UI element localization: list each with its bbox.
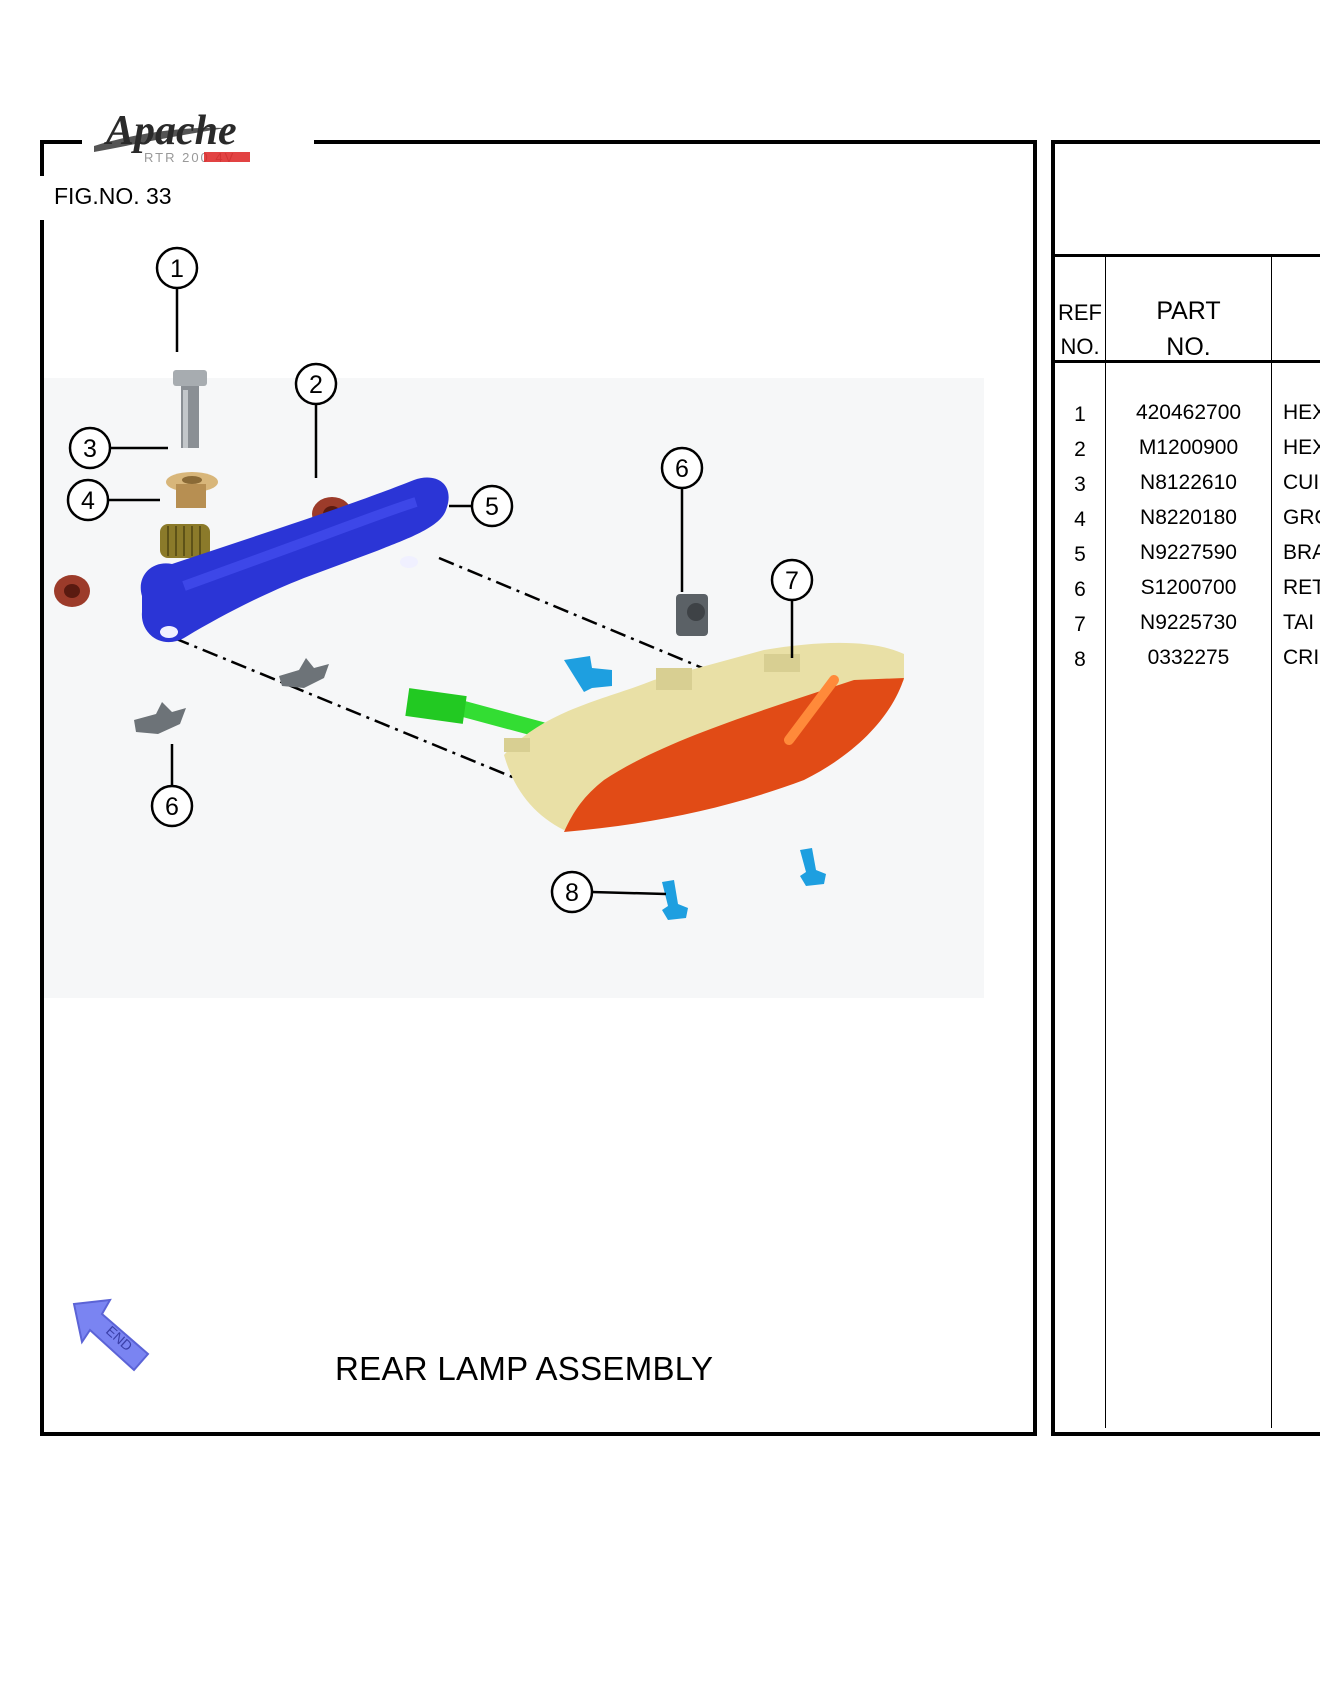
tail-lamp xyxy=(504,642,904,832)
callout-6-lower: 6 xyxy=(150,784,194,828)
callout-2: 2 xyxy=(294,362,338,406)
ref-no: 1 xyxy=(1074,403,1086,426)
table-row: 3 N8122610 CUI xyxy=(1055,467,1320,502)
table-row: 8 0332275 CRI xyxy=(1055,642,1320,677)
table-header-top-rule xyxy=(1055,254,1320,257)
part-no: N9227590 xyxy=(1140,541,1237,564)
parts-table-body: 1 420462700 HEX 2 M1200900 HEX 3 N812261… xyxy=(1055,363,1320,703)
part-no: N9225730 xyxy=(1140,611,1237,634)
header-part-no: PART NO. xyxy=(1156,297,1221,361)
callout-7: 7 xyxy=(770,558,814,602)
part-description: HEX xyxy=(1283,401,1320,424)
part-description: TAI xyxy=(1283,611,1315,634)
part-no: 420462700 xyxy=(1135,401,1242,424)
table-row: 1 420462700 HEX xyxy=(1055,397,1320,432)
parts-table-frame xyxy=(1051,140,1320,1436)
hex-nut-left xyxy=(54,575,90,607)
svg-text:2: 2 xyxy=(309,371,323,399)
table-row: 5 N9227590 BRA xyxy=(1055,537,1320,572)
part-no: S1200700 xyxy=(1140,576,1237,599)
fig-mask xyxy=(38,176,48,220)
part-description: GRO xyxy=(1283,506,1320,529)
svg-text:1: 1 xyxy=(170,255,184,283)
part-no: 0332275 xyxy=(1147,646,1230,669)
svg-text:6: 6 xyxy=(165,793,179,821)
table-row: 6 S1200700 RET xyxy=(1055,572,1320,607)
ref-no: 7 xyxy=(1074,613,1086,636)
brand-name: Apache xyxy=(103,108,237,154)
part-no: M1200900 xyxy=(1138,436,1239,459)
svg-text:4: 4 xyxy=(81,487,95,515)
svg-text:8: 8 xyxy=(565,879,579,907)
svg-text:7: 7 xyxy=(785,567,799,595)
svg-text:6: 6 xyxy=(675,455,689,483)
part-description: CRI xyxy=(1283,646,1320,669)
screw xyxy=(564,656,826,920)
part-no: N8220180 xyxy=(1140,506,1237,529)
retainer-clip-upper xyxy=(676,594,708,636)
hex-bolt xyxy=(173,370,207,448)
callout-4: 4 xyxy=(66,478,110,522)
header-ref-no: REF NO. xyxy=(1058,300,1102,359)
table-header-bottom-rule xyxy=(1055,360,1320,363)
apache-logo: Apache RTR 200 4V xyxy=(94,108,250,165)
callout-3: 3 xyxy=(68,426,112,470)
exploded-view-drawing: 1 2 3 4 5 6 7 6 xyxy=(54,246,904,920)
part-description: CUI xyxy=(1283,471,1320,494)
part-no: N8122610 xyxy=(1140,471,1237,494)
part-description: HEX xyxy=(1283,436,1320,459)
ref-no: 4 xyxy=(1074,508,1086,531)
callout-1: 1 xyxy=(155,246,199,290)
figure-number: FIG.NO. 33 xyxy=(54,183,172,209)
cushion xyxy=(166,472,218,508)
end-arrow-icon[interactable]: END xyxy=(70,1296,154,1376)
grommet xyxy=(160,524,210,558)
table-row: 4 N8220180 GRO xyxy=(1055,502,1320,537)
ref-no: 3 xyxy=(1074,473,1086,496)
ref-no: 2 xyxy=(1074,438,1086,461)
diagram-frame xyxy=(40,140,1037,1436)
retainer-clip xyxy=(134,658,329,734)
callout-6-upper: 6 xyxy=(660,446,704,490)
assembly-title: REAR LAMP ASSEMBLY xyxy=(335,1350,714,1387)
bracket xyxy=(140,477,449,643)
callout-8: 8 xyxy=(550,870,594,914)
table-row: 7 N9225730 TAI xyxy=(1055,607,1320,642)
ref-no: 6 xyxy=(1074,578,1086,601)
svg-text:3: 3 xyxy=(83,435,97,463)
part-description: BRA xyxy=(1283,541,1320,564)
callout-5: 5 xyxy=(470,484,514,528)
table-column-divider xyxy=(1271,257,1272,1428)
ref-no: 5 xyxy=(1074,543,1086,566)
part-description: RET xyxy=(1283,576,1320,599)
svg-text:5: 5 xyxy=(485,493,499,521)
ref-no: 8 xyxy=(1074,648,1086,671)
table-row: 2 M1200900 HEX xyxy=(1055,432,1320,467)
table-column-divider xyxy=(1105,257,1106,1428)
